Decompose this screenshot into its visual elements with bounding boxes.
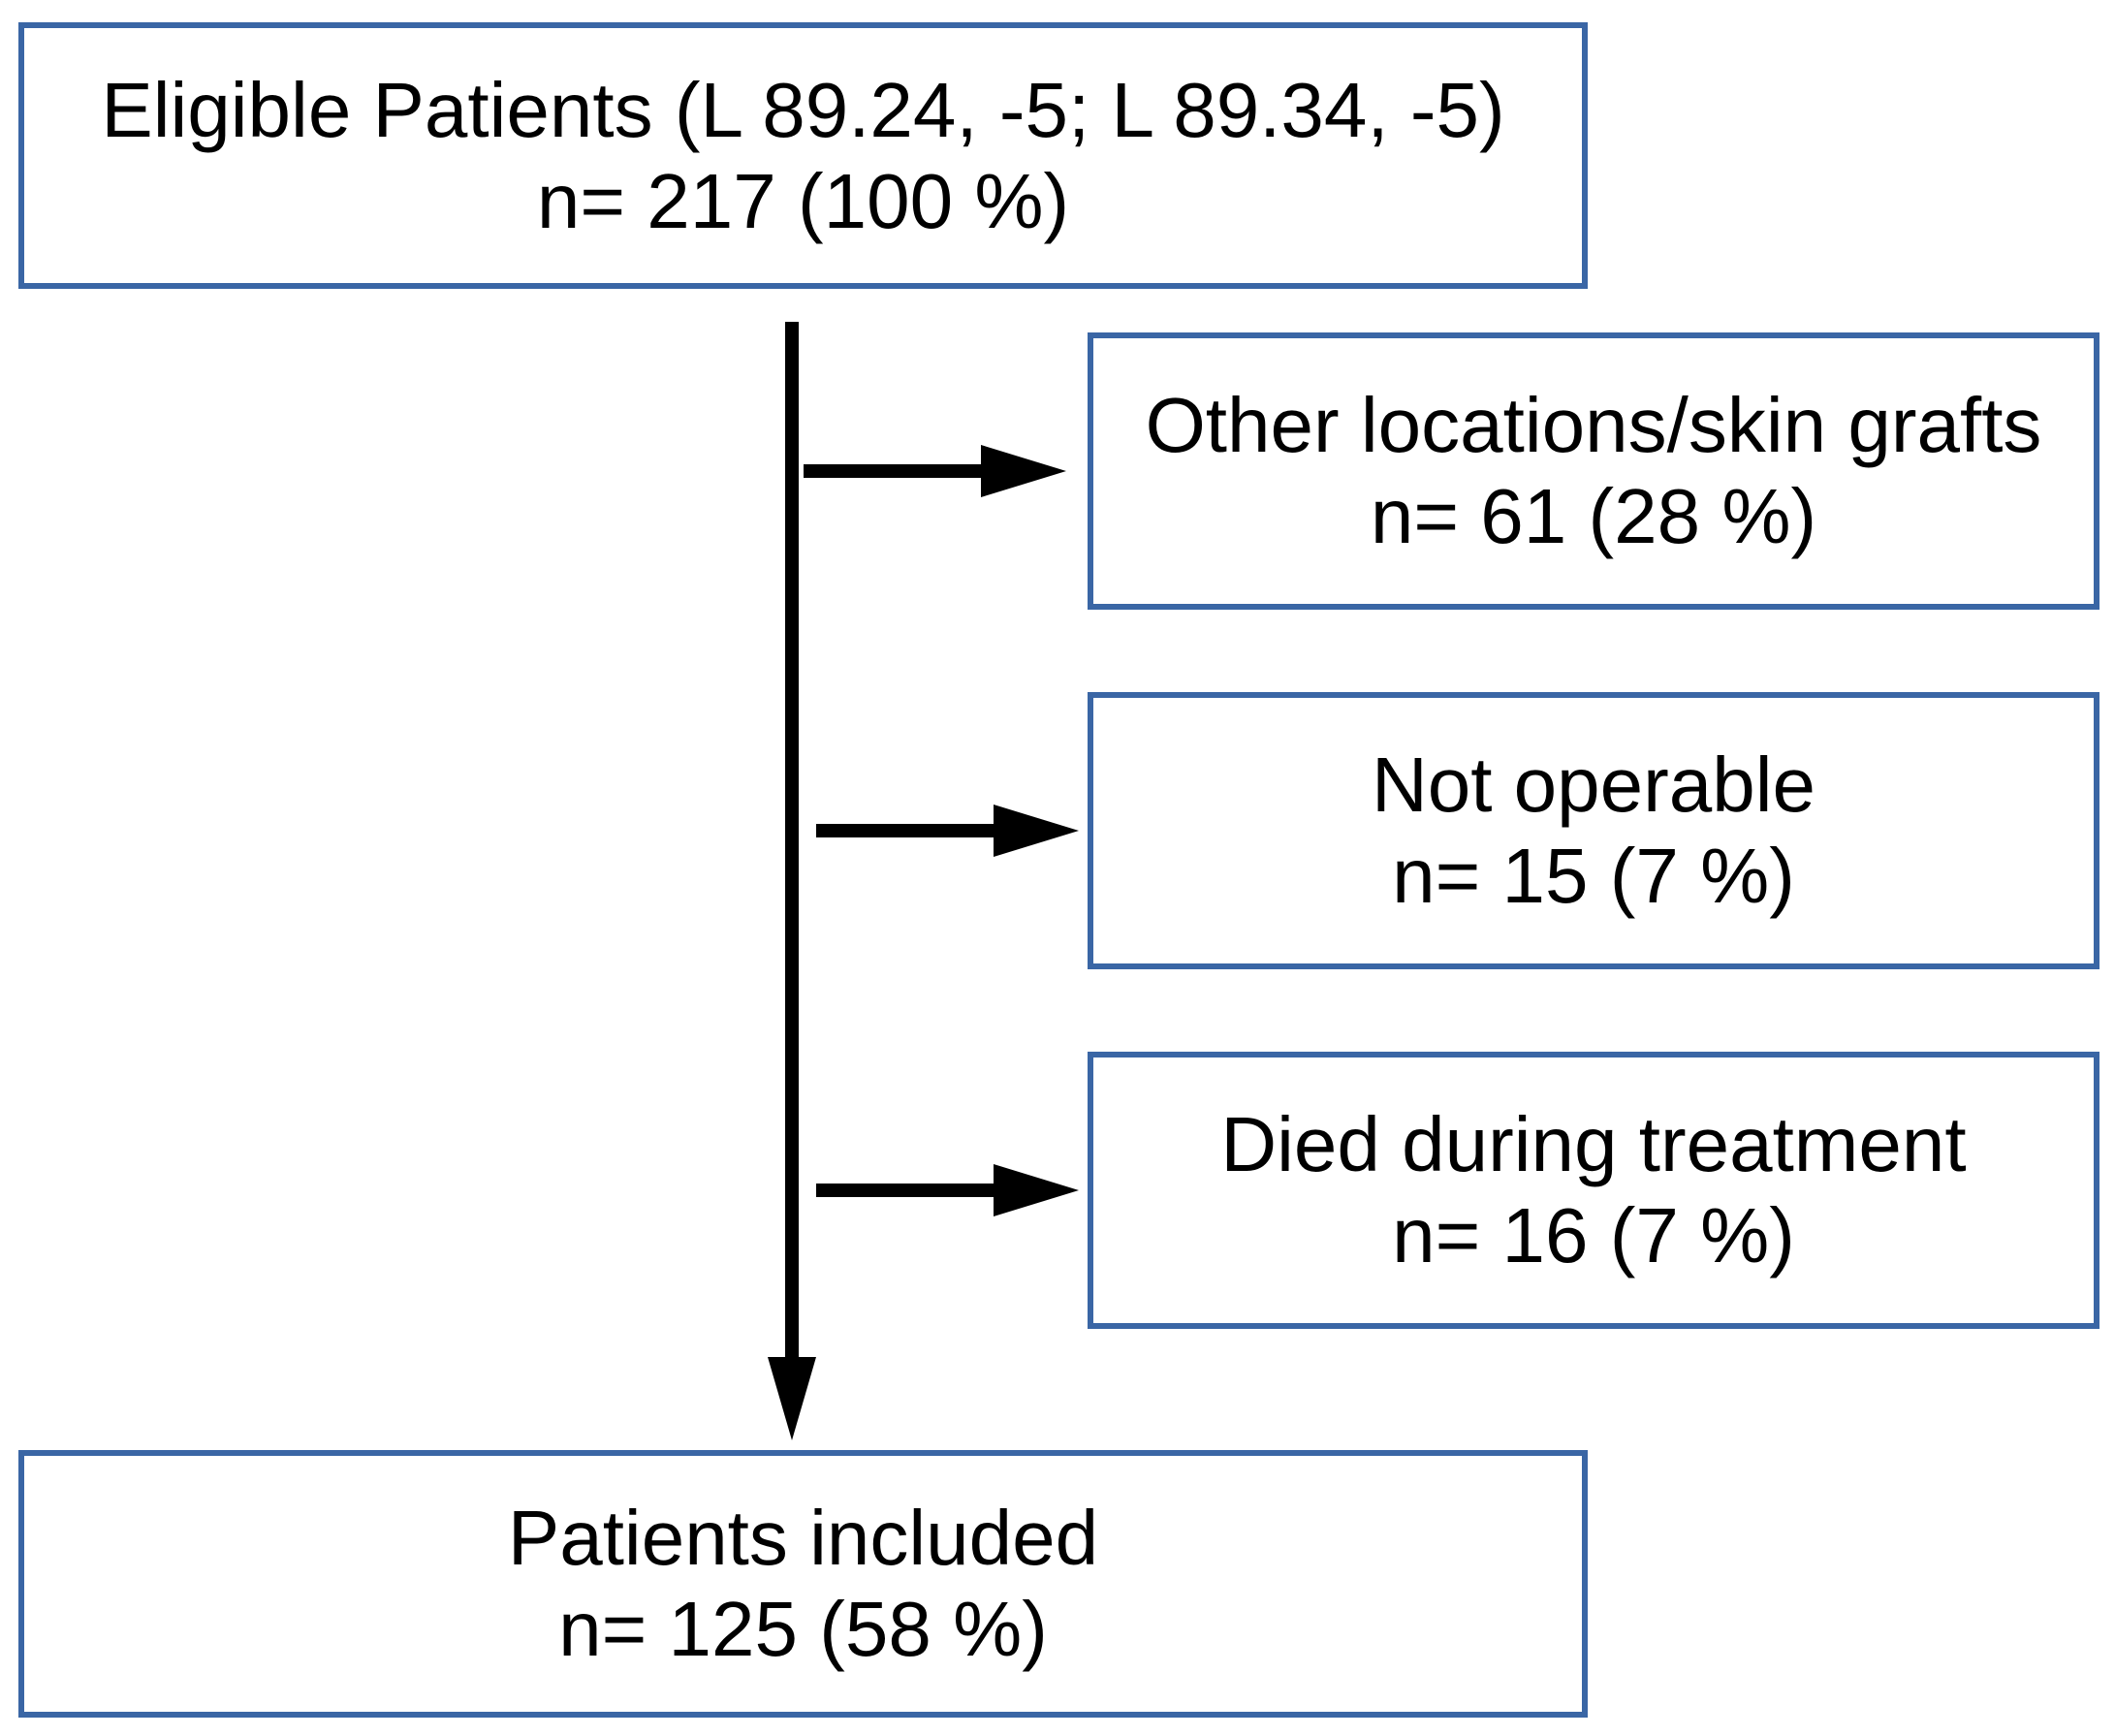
eligible-patients-count: n= 217 (100 %): [536, 157, 1070, 244]
main-flow-arrowhead: [768, 1357, 816, 1440]
exclusion-title: Not operable: [1371, 742, 1816, 828]
patients-included-title: Patients included: [507, 1495, 1099, 1581]
branch-arrow-notop-head: [994, 805, 1079, 857]
exclusion-box-other-locations: Other locations/skin grafts n= 61 (28 %): [1088, 332, 2099, 610]
exclusion-title: Other locations/skin grafts: [1145, 382, 2042, 468]
exclusion-box-not-operable: Not operable n= 15 (7 %): [1088, 692, 2099, 969]
exclusion-title: Died during treatment: [1220, 1101, 1967, 1187]
patients-included-count: n= 125 (58 %): [558, 1586, 1048, 1672]
branch-arrow-other-head: [981, 445, 1066, 497]
branch-arrow-died-head: [994, 1164, 1079, 1216]
exclusion-box-died: Died during treatment n= 16 (7 %): [1088, 1052, 2099, 1329]
exclusion-count: n= 15 (7 %): [1392, 833, 1795, 919]
eligible-patients-box: Eligible Patients (L 89.24, -5; L 89.34,…: [18, 22, 1588, 289]
eligible-patients-title: Eligible Patients (L 89.24, -5; L 89.34,…: [101, 66, 1505, 153]
exclusion-count: n= 61 (28 %): [1370, 473, 1817, 559]
patients-included-box: Patients included n= 125 (58 %): [18, 1450, 1588, 1718]
exclusion-count: n= 16 (7 %): [1392, 1192, 1795, 1278]
